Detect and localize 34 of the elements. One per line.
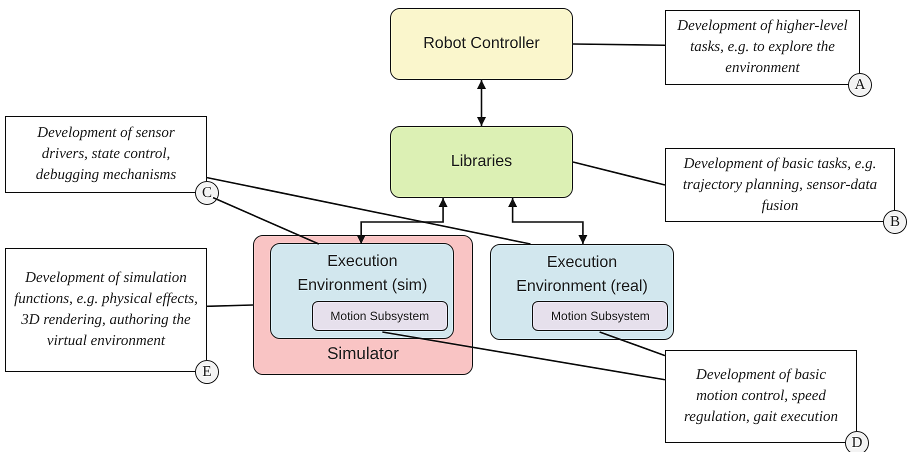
note-text: Development of basic tasks, e.g. trajectory planning, sensor-data fusion bbox=[682, 154, 878, 216]
simulator-box bbox=[253, 235, 473, 375]
subsystem-box bbox=[532, 301, 668, 332]
leader-line bbox=[599, 331, 666, 356]
execution-environment-box bbox=[490, 244, 674, 340]
node-label: Simulator bbox=[327, 343, 399, 365]
leader-line bbox=[206, 304, 254, 308]
callout-letter: E bbox=[195, 360, 219, 384]
node-label: Execution Environment (real) bbox=[515, 253, 649, 297]
leader-line bbox=[382, 331, 666, 381]
callout-letter: A bbox=[848, 73, 872, 97]
libraries-box bbox=[390, 126, 573, 198]
leader-line bbox=[212, 196, 320, 245]
note-text: Development of higher-level tasks, e.g. to explore the environment bbox=[676, 17, 849, 78]
controller-box bbox=[390, 8, 573, 80]
callout-letter: B bbox=[883, 210, 907, 234]
node-label: Motion Subsystem bbox=[551, 309, 650, 324]
note-text: Development of basic motion control, speed regulation, gait execution bbox=[683, 366, 839, 427]
leader-line bbox=[572, 43, 666, 46]
note-text: Development of simulation functions, e.g. physical effects, 3D rendering, authoring the virtual environment bbox=[14, 269, 198, 351]
execution-environment-box bbox=[270, 243, 454, 340]
node-label: Libraries bbox=[450, 152, 512, 172]
callout-letter: C bbox=[195, 181, 219, 205]
leader-line bbox=[572, 161, 666, 186]
arrow bbox=[477, 80, 486, 126]
leader-line bbox=[206, 176, 531, 245]
node-label: Robot Controller bbox=[423, 34, 540, 54]
subsystem-box bbox=[312, 300, 448, 331]
arrow bbox=[356, 198, 448, 244]
node-label: Motion Subsystem bbox=[330, 308, 430, 323]
note-text: Development of sensor drivers, state control, debugging mechanisms bbox=[34, 124, 178, 185]
node-label: Execution Environment (sim) bbox=[296, 252, 428, 296]
arrow bbox=[508, 198, 588, 244]
callout-letter: D bbox=[845, 431, 869, 452]
